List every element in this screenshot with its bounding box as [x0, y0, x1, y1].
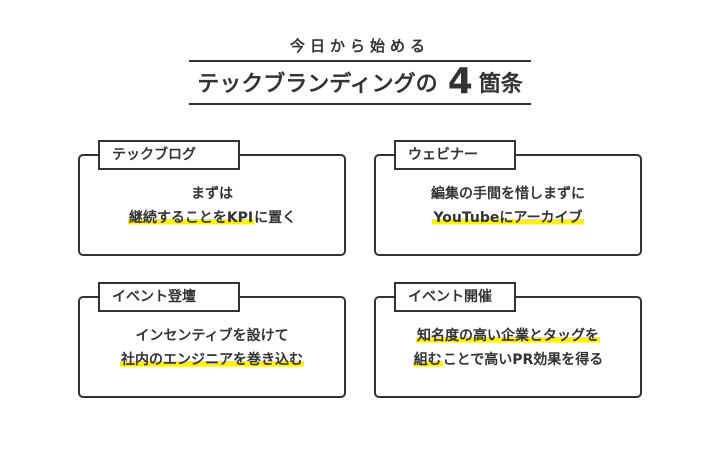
highlighted-text: 知名度の高い企業とタッグを: [416, 328, 600, 344]
title-top-rule: [189, 60, 531, 62]
card-tab-label: イベント開催: [394, 282, 516, 312]
highlighted-text: 社内のエンジニアを巻き込む: [120, 352, 304, 368]
card-line-1: 知名度の高い企業とタッグを: [376, 324, 640, 348]
card-tab-label: テックブログ: [98, 140, 240, 170]
card-line-2: 社内のエンジニアを巻き込む: [80, 348, 344, 372]
plain-text: ことで高いPR効果を得る: [442, 352, 604, 368]
card-tab-label: ウェビナー: [394, 140, 516, 170]
subtitle: 今日から始める: [289, 37, 430, 55]
card-line-2: 継続することをKPIに置く: [80, 206, 344, 230]
highlighted-text: 組む: [412, 352, 443, 368]
highlighted-text: YouTubeにアーカイブ: [432, 210, 584, 226]
title-main-text: テックブランディングの: [197, 72, 438, 97]
card-description: まずは 継続することをKPIに置く: [80, 182, 344, 230]
card-webinar: ウェビナー 編集の手間を惜しまずに YouTubeにアーカイブ: [374, 140, 642, 256]
plain-text: に置く: [254, 210, 297, 226]
card-line-2: YouTubeにアーカイブ: [376, 206, 640, 230]
card-description: 編集の手間を惜しまずに YouTubeにアーカイブ: [376, 182, 640, 230]
card-event-hosting: イベント開催 知名度の高い企業とタッグを 組むことで高いPR効果を得る: [374, 282, 642, 398]
card-line-1: まずは: [191, 186, 233, 202]
card-tab-label: イベント登壇: [98, 282, 240, 312]
title-bottom-rule: [189, 103, 531, 105]
card-description: インセンティブを設けて 社内のエンジニアを巻き込む: [80, 324, 344, 372]
title-number: 4: [447, 61, 473, 102]
card-description: 知名度の高い企業とタッグを 組むことで高いPR効果を得る: [376, 324, 640, 372]
card-line-1: インセンティブを設けて: [135, 328, 289, 344]
card-line-2: 組むことで高いPR効果を得る: [376, 348, 640, 372]
card-event-speaking: イベント登壇 インセンティブを設けて 社内のエンジニアを巻き込む: [78, 282, 346, 398]
title-end-text: 箇条: [478, 72, 523, 97]
page-title: テックブランディングの 4 箇条: [189, 63, 531, 101]
highlighted-text: 継続することをKPI: [127, 210, 255, 226]
card-tech-blog: テックブログ まずは 継続することをKPIに置く: [78, 140, 346, 256]
card-line-1: 編集の手間を惜しまずに: [431, 186, 585, 202]
